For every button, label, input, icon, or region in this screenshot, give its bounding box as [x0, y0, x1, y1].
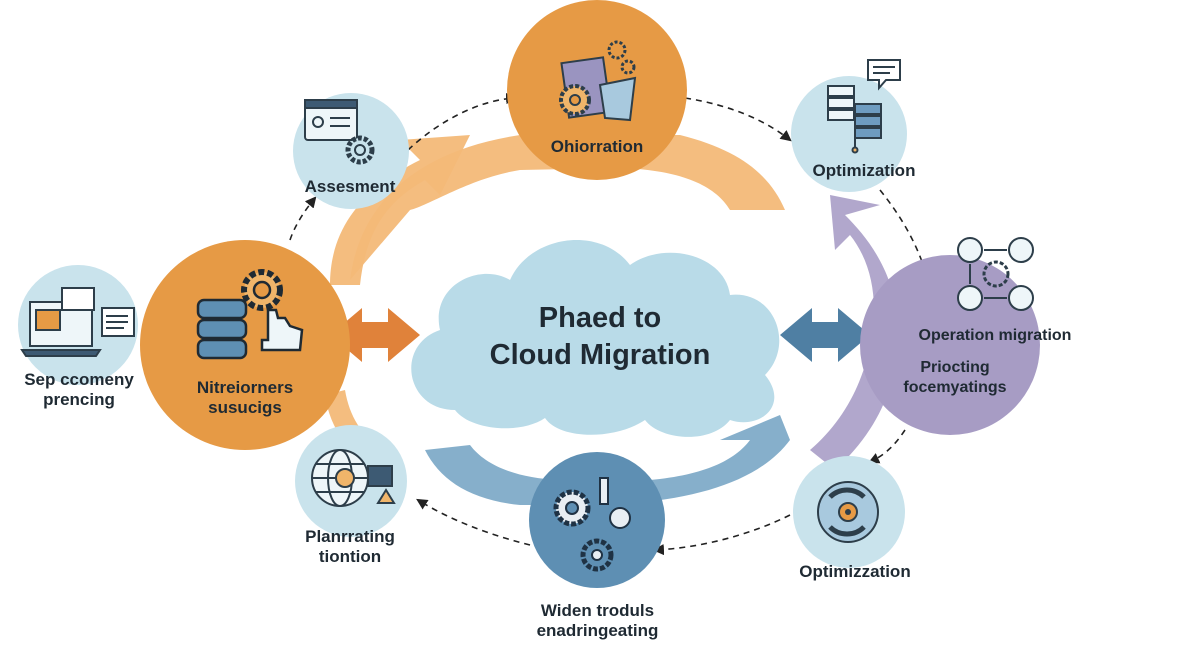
rotating-arrows-target-icon	[817, 481, 879, 543]
double-arrow-right	[780, 308, 870, 362]
arrow-arc-top	[330, 135, 785, 285]
tablet-gears-icon	[559, 40, 637, 122]
node-label-optimization-bottom: Optimizzation	[799, 562, 911, 581]
node-label-requirements: Nitreiorners susucigs	[196, 378, 294, 417]
node-label-operation-sub: Priocting focemyatings	[903, 359, 1007, 396]
database-gear-hand-icon	[196, 269, 304, 360]
diagram-title: Phaed to Cloud Migration	[430, 300, 770, 374]
node-label-operation: Operation migration	[918, 327, 1072, 344]
arrow-arc-right	[810, 195, 898, 470]
node-label-tools: Widen troduls enadringeating	[536, 601, 659, 640]
gears-cluster-icon	[553, 477, 631, 572]
node-label-orchestration: Ohiorration	[550, 137, 644, 156]
people-network-icon	[957, 237, 1034, 311]
double-arrow-left	[330, 308, 420, 362]
title-line-2: Cloud Migration	[489, 339, 711, 371]
profile-card-gear-icon	[304, 99, 375, 165]
server-stack-chat-icon	[827, 59, 901, 154]
node-label-optimization-top: Optimization	[812, 161, 916, 180]
center-cloud	[411, 239, 780, 437]
laptop-documents-icon	[20, 287, 135, 357]
node-label-scope: Sep ccomeny prencing	[24, 370, 134, 409]
globe-monitor-icon	[311, 449, 396, 507]
arrow-arc-bottom	[425, 415, 790, 505]
title-line-1: Phaed to	[538, 302, 662, 334]
node-label-assessment: Assesment	[304, 177, 396, 196]
node-circle-operation	[860, 255, 1040, 435]
node-circle-tools	[529, 452, 665, 588]
node-label-planning: Planrrating tiontion	[305, 527, 395, 566]
